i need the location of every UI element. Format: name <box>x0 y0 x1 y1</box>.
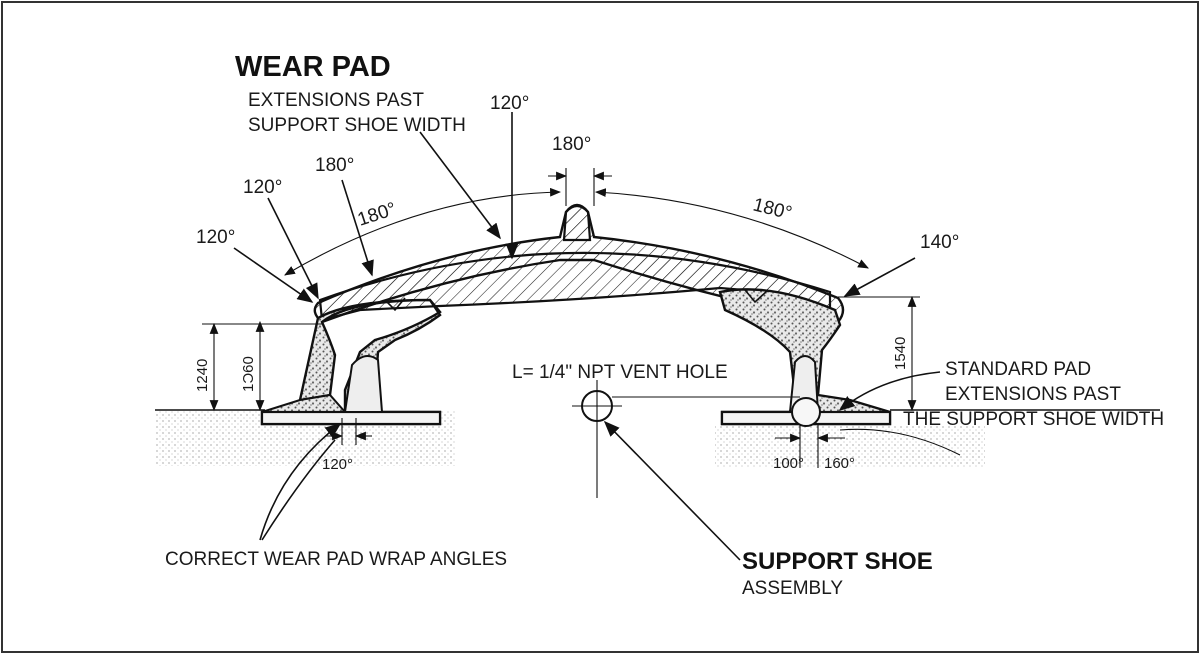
dim-1540-label: 1540 <box>892 337 909 370</box>
left-base-plate <box>260 410 442 426</box>
angle-120-top: 120° <box>490 93 529 114</box>
wear-pad-fin <box>562 204 592 242</box>
ground-right <box>715 409 1160 468</box>
angle-180-top: 180° <box>552 134 591 155</box>
arc-180-left-label: 180° <box>355 199 399 231</box>
leader-support-shoe <box>603 420 741 561</box>
standard-pad-line-3: THE SUPPORT SHOE WIDTH <box>903 409 1164 430</box>
left-shoe-web <box>343 355 384 413</box>
leader-wrap-2 <box>261 439 336 541</box>
standard-pad-line-1: STANDARD PAD <box>945 359 1091 380</box>
standard-pad-line-2: EXTENSIONS PAST <box>945 384 1121 405</box>
leader-standard-pad-2 <box>839 428 961 456</box>
angle-160: 160° <box>824 455 855 472</box>
arc-dim-right <box>594 188 869 269</box>
leader-180-left <box>341 179 374 277</box>
leader-standard-pad <box>838 371 941 411</box>
dim-1360-label: 1Ͻ60 <box>240 356 257 392</box>
angle-100: 100° <box>773 455 804 472</box>
leader-wrap-1 <box>259 423 342 541</box>
angle-140: 140° <box>920 232 959 253</box>
vent-hole-label: L= 1/4" NPT VENT HOLE <box>512 362 728 383</box>
extensions-line-2: SUPPORT SHOE WIDTH <box>248 115 466 136</box>
dim-1240-label: 1240 <box>194 359 211 392</box>
wear-pad-title: WEAR PAD <box>235 51 391 83</box>
leader-120-left <box>267 197 319 300</box>
angle-120-left: 120° <box>243 177 282 198</box>
angle-120-far-left: 120° <box>196 227 235 248</box>
angle-120-bottom: 120° <box>322 456 353 473</box>
right-pipe-section <box>791 397 821 427</box>
extensions-line-1: EXTENSIONS PAST <box>248 90 424 111</box>
left-notch <box>384 297 406 312</box>
left-support-shoe <box>260 298 442 426</box>
correct-wrap-label: CORRECT WEAR PAD WRAP ANGLES <box>165 549 507 570</box>
support-shoe-title: SUPPORT SHOE <box>742 548 933 575</box>
leader-140 <box>843 257 916 297</box>
right-notch <box>744 289 769 304</box>
angle-180-left: 180° <box>315 155 354 176</box>
arc-180-right-label: 180° <box>751 194 794 224</box>
leader-extensions <box>419 131 501 240</box>
leader-120-far-left <box>233 247 314 303</box>
assembly-label: ASSEMBLY <box>742 578 843 599</box>
arc-dim-left <box>284 187 562 276</box>
